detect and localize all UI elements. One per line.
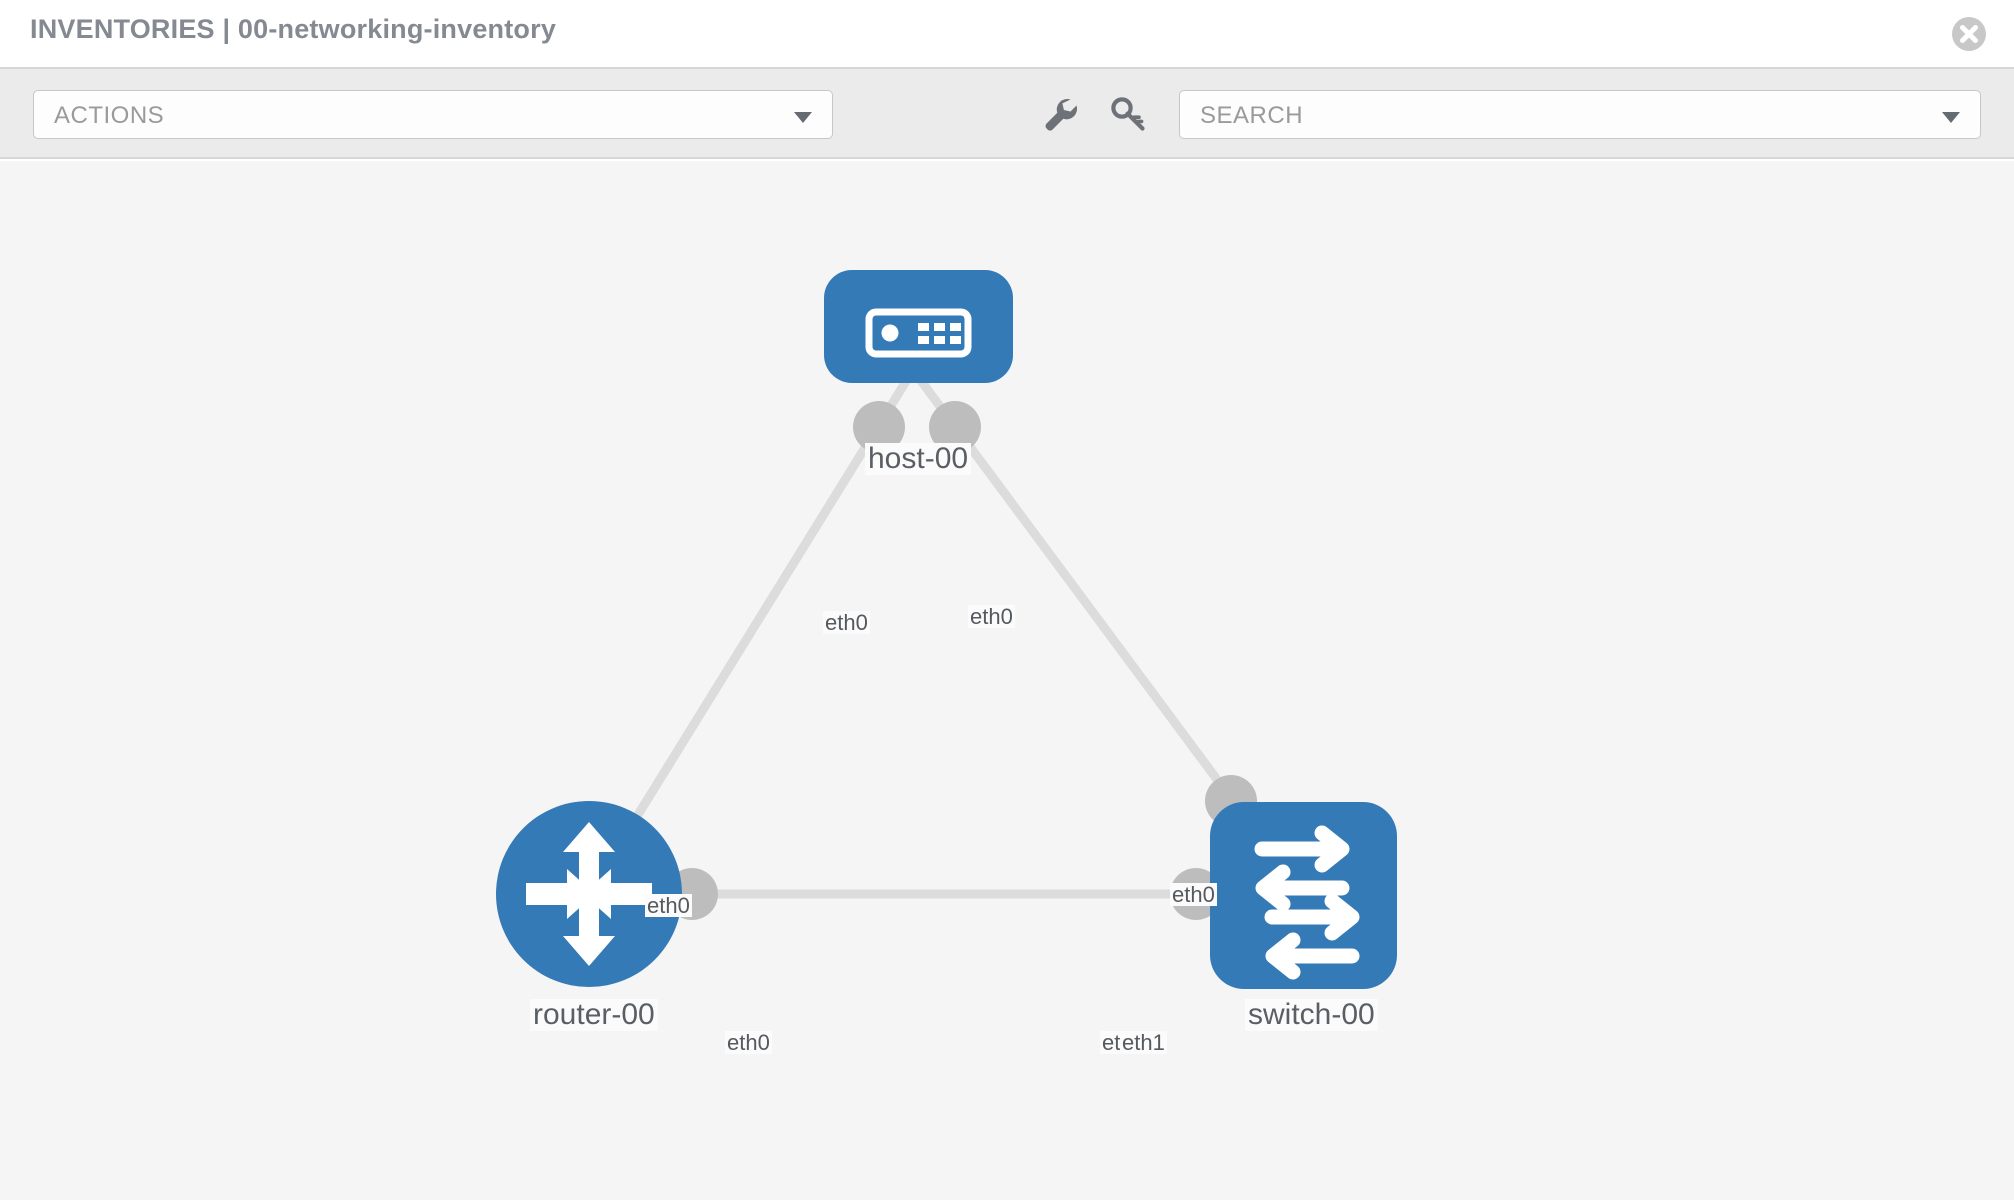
actions-dropdown-label: ACTIONS <box>54 102 165 129</box>
page-title: INVENTORIES | 00-networking-inventory <box>30 14 557 44</box>
chevron-down-icon <box>1942 112 1960 123</box>
topology-canvas[interactable]: eth0 eth0 eth0 eth0 eth0 eth eth1 host-0… <box>0 161 2014 1200</box>
router-arrows-icon <box>526 822 652 966</box>
chevron-down-icon <box>794 112 812 123</box>
connector-host00-eth0-left[interactable] <box>853 401 905 453</box>
wrench-icon[interactable] <box>1037 91 1083 137</box>
node-switch-00[interactable] <box>1210 802 1397 989</box>
search-input-placeholder: SEARCH <box>1200 102 1304 129</box>
topology-graph <box>496 270 1397 989</box>
node-router-00[interactable] <box>496 801 682 987</box>
iface-label-host00-eth0-right: eth0 <box>968 604 1015 629</box>
node-label-router-00: router-00 <box>530 999 658 1031</box>
server-icon <box>865 308 972 358</box>
iface-label-router00-eth0: eth0 <box>725 1030 772 1055</box>
page-header: INVENTORIES | 00-networking-inventory <box>0 0 2014 69</box>
node-label-switch-00: switch-00 <box>1245 999 1378 1031</box>
iface-label-switch00-eth0-uplink: eth0 <box>1170 882 1217 907</box>
iface-label-router00-eth0-uplink: eth0 <box>645 893 692 918</box>
search-dropdown[interactable]: SEARCH <box>1179 90 1981 139</box>
node-label-host-00: host-00 <box>865 443 972 475</box>
iface-label-host00-eth0-left: eth0 <box>823 610 870 635</box>
connector-host00-eth0-right[interactable] <box>929 401 981 453</box>
edge-host00-router00[interactable] <box>585 367 917 897</box>
key-icon[interactable] <box>1105 91 1151 137</box>
node-host-00[interactable] <box>824 270 1013 383</box>
close-icon[interactable] <box>1949 14 1989 54</box>
toolbar: ACTIONS SEARCH <box>0 69 2014 159</box>
edge-connectors <box>666 401 1257 920</box>
actions-dropdown[interactable]: ACTIONS <box>33 90 833 139</box>
switch-arrows-icon <box>1254 825 1360 980</box>
iface-label-switch00-eth1: eth1 <box>1120 1030 1167 1055</box>
